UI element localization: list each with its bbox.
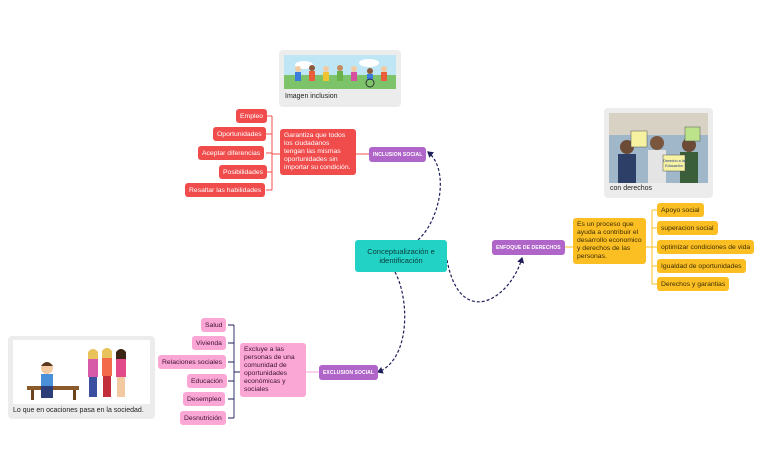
leaf-aceptar-diferencias[interactable]: Aceptar diferencias [198,146,265,160]
leaf-label: Vivienda [196,339,222,347]
hub-inclusion-social[interactable]: INCLUSION SOCIAL [369,147,427,162]
leaf-label: Empleo [240,112,264,120]
leaf-empleo[interactable]: Empleo [236,109,268,123]
exclusion-illustration [13,340,150,404]
leaf-label: optimizar condiciones de vida [661,243,751,251]
leaf-label: Resaltar las habilidades [189,186,262,194]
line-center-to-derechos [446,256,525,303]
leaf-label: superacion social [661,224,714,232]
hub-derechos-label: ENFOQUE DE DERECHOS [496,244,561,251]
leaf-label: Relaciones sociales [162,358,223,366]
inclusion-description[interactable]: Garantiza que todos los ciudadanos tenga… [280,129,356,175]
derechos-description-text: Es un proceso que ayuda a contribuir el … [577,221,642,260]
leaf-label: Educación [191,377,223,385]
leaf-vivienda[interactable]: Vivienda [192,336,226,350]
caption-derechos: con derechos [610,185,653,192]
leaf-superacion-social[interactable]: superacion social [657,221,718,235]
leaf-salud[interactable]: Salud [201,318,227,332]
central-topic[interactable]: Conceptualización e identificación [355,240,447,272]
leaf-derechos-garantias[interactable]: Derechos y garantias [657,277,730,291]
caption-exclusion: Lo que en ocaciones pasa en la sociedad. [13,407,144,414]
inclusion-illustration [284,55,396,89]
image-card-exclusion[interactable]: Lo que en ocaciones pasa en la sociedad. [8,336,155,419]
leaf-resaltar-habilidades[interactable]: Resaltar las habilidades [185,183,266,197]
line-center-to-inclusion [417,151,441,241]
leaf-label: Oportunidades [217,130,262,138]
inclusion-description-text: Garantiza que todos los ciudadanos tenga… [284,132,351,171]
derechos-photo: Derecho a la Educación [609,113,708,183]
leaf-label: Salud [205,321,223,329]
image-card-derechos[interactable]: Derecho a la Educación con derechos [604,108,713,198]
line-center-to-exclusion [376,271,406,374]
leaf-optimizar-condiciones[interactable]: optimizar condiciones de vida [657,240,755,254]
caption-inclusion: Imagen inclusion [285,93,338,100]
leaf-oportunidades[interactable]: Oportunidades [213,127,266,141]
derechos-description[interactable]: Es un proceso que ayuda a contribuir el … [573,218,646,264]
central-topic-label: Conceptualización e identificación [367,247,435,265]
sign-text: Educación [665,164,683,168]
leaf-apoyo-social[interactable]: Apoyo social [657,203,704,217]
sign-text: Derecho a la [663,159,685,163]
hub-enfoque-derechos[interactable]: ENFOQUE DE DERECHOS [492,240,565,255]
leaf-label: Apoyo social [661,206,700,214]
leaf-label: Desnutrición [184,414,222,422]
leaf-posibilidades[interactable]: Posibilidades [219,165,268,179]
hub-inclusion-label: INCLUSION SOCIAL [373,151,423,158]
leaf-relaciones-sociales[interactable]: Relaciones sociales [158,355,227,369]
leaf-label: Derechos y garantias [661,280,726,288]
hub-exclusion-social[interactable]: EXCLUSION SOCIAL [319,365,379,380]
image-card-inclusion[interactable]: Imagen inclusion [279,50,401,107]
leaf-label: Igualdad de oportunidades [661,262,742,270]
leaf-label: Posibilidades [223,168,264,176]
leaf-desempleo[interactable]: Desempleo [183,392,226,406]
leaf-educacion[interactable]: Educación [187,374,227,388]
leaf-label: Desempleo [187,395,222,403]
leaf-igualdad-oportunidades[interactable]: Igualdad de oportunidades [657,259,746,273]
leaf-label: Aceptar diferencias [202,149,261,157]
hub-exclusion-label: EXCLUSION SOCIAL [323,369,375,376]
exclusion-description-text: Excluye a las personas de una comunidad … [244,346,295,393]
leaf-desnutricion[interactable]: Desnutrición [180,411,226,425]
exclusion-description[interactable]: Excluye a las personas de una comunidad … [240,343,306,397]
